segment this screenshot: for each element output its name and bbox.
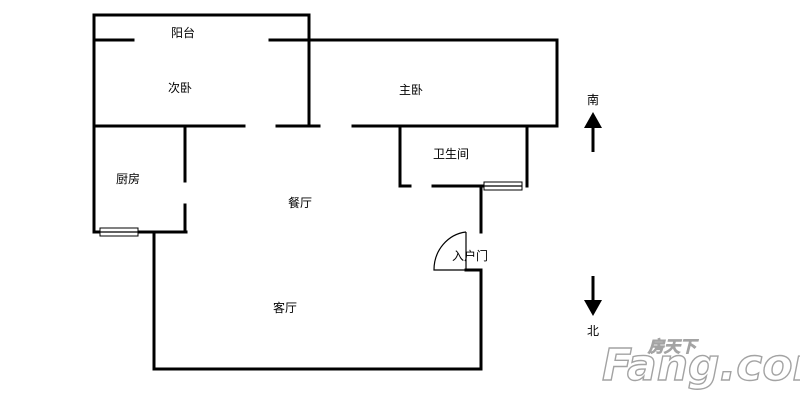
watermark-brand: Fang.com	[602, 340, 800, 391]
balcony-top-wall	[92, 13, 311, 128]
room-label-master-bedroom: 主卧	[399, 83, 423, 97]
walls	[92, 13, 559, 371]
north-arrow-icon	[584, 276, 602, 316]
room-label-entrance: 入户门	[452, 248, 488, 263]
south-arrow-icon	[584, 112, 602, 152]
living-room-wall	[152, 230, 483, 371]
entrance-door-swing	[433, 231, 467, 271]
room-label-second-bedroom: 次卧	[168, 81, 192, 95]
watermark-chinese: 房天下	[647, 337, 699, 356]
room-label-dining: 餐厅	[288, 195, 312, 210]
compass-north-label: 北	[587, 324, 599, 338]
room-label-balcony: 阳台	[171, 25, 195, 40]
room-label-kitchen: 厨房	[116, 171, 140, 186]
compass-south-label: 南	[587, 92, 599, 107]
fang-logo: Fang.com 房天下	[601, 337, 800, 392]
master-bedroom-wall	[307, 38, 559, 128]
room-label-bathroom: 卫生间	[433, 147, 469, 161]
bathroom-west-wall	[398, 124, 412, 188]
room-label-living: 客厅	[273, 300, 297, 315]
